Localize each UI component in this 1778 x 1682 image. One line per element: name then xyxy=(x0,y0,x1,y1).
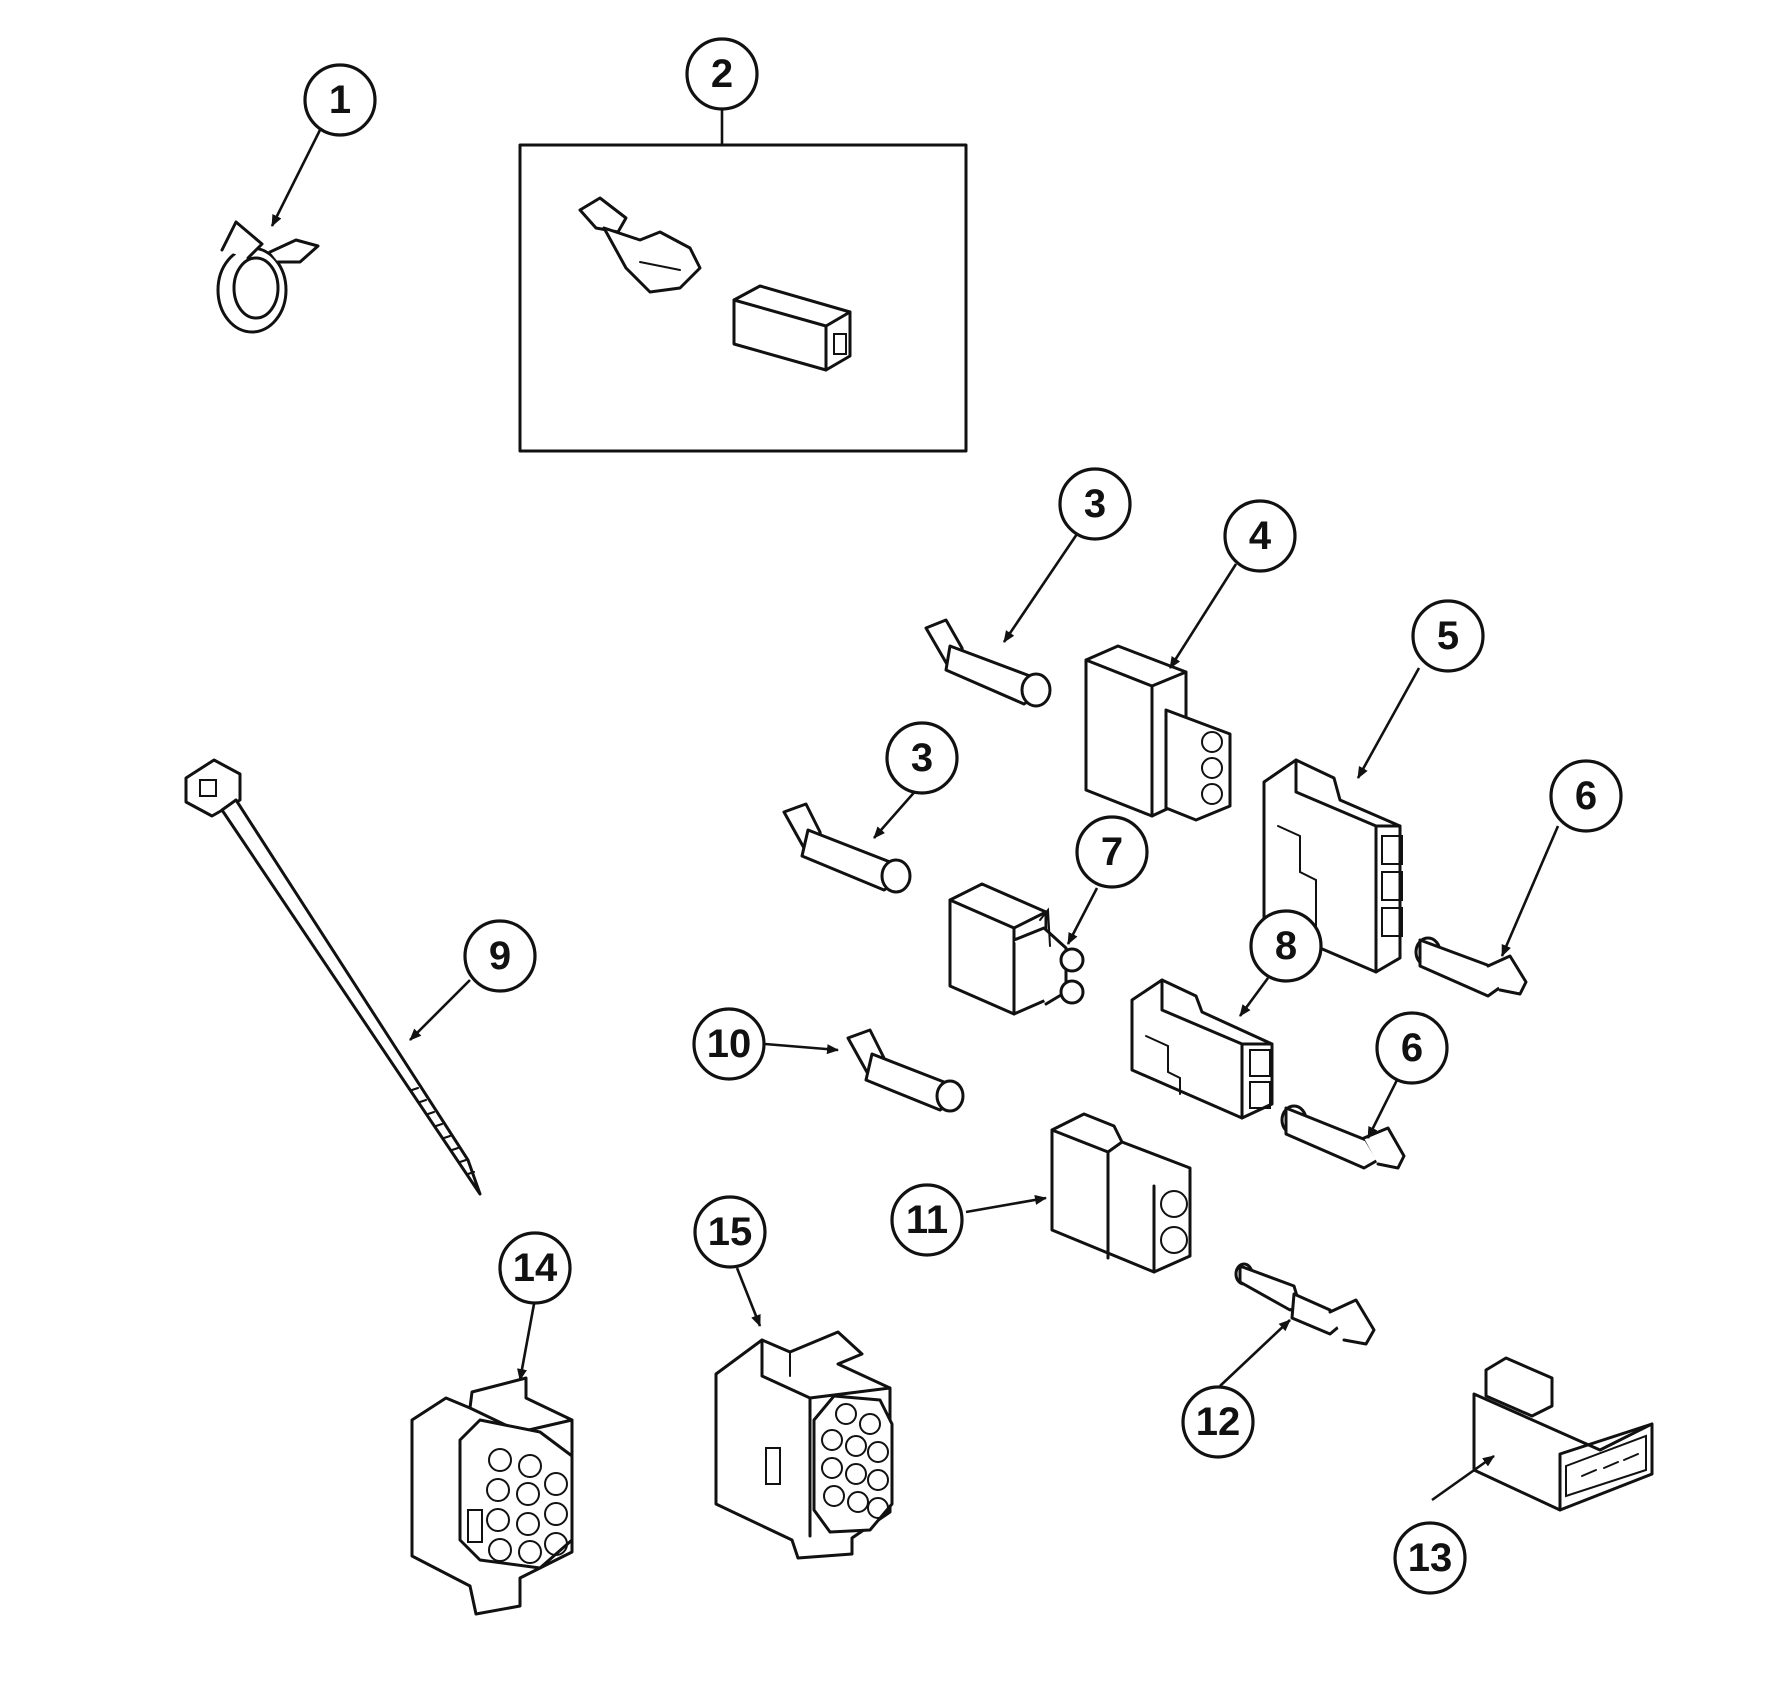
callout-5: 5 xyxy=(1411,599,1485,673)
callout-10: 10 xyxy=(692,1007,766,1081)
part-6-pin-terminal-lower xyxy=(1280,1104,1406,1170)
part-3-socket-terminal-lower xyxy=(782,802,912,894)
part-8-two-circuit-plug xyxy=(1130,978,1274,1120)
callout-6-lower-label: 6 xyxy=(1401,1026,1423,1070)
callout-8-label: 8 xyxy=(1275,924,1297,968)
kit-box xyxy=(518,143,968,453)
callout-14-label: 14 xyxy=(513,1246,558,1290)
part-1-hose-clamp xyxy=(216,220,320,334)
callout-5-label: 5 xyxy=(1437,614,1459,658)
callout-4-label: 4 xyxy=(1249,514,1272,558)
callout-13-label: 13 xyxy=(1408,1536,1453,1580)
callout-6-lower: 6 xyxy=(1375,1011,1449,1085)
part-9-cable-tie xyxy=(184,758,482,1196)
callout-15-label: 15 xyxy=(708,1210,753,1254)
callout-11-label: 11 xyxy=(906,1198,948,1242)
callout-7: 7 xyxy=(1075,815,1149,889)
callout-3-upper: 3 xyxy=(1058,467,1132,541)
leader-lines xyxy=(270,104,1560,1502)
part-10-socket-terminal xyxy=(846,1028,965,1113)
part-4-three-circuit-housing xyxy=(1084,644,1232,822)
part-11-two-circuit-receptacle xyxy=(1050,1112,1192,1274)
part-15-twelve-circuit-plug xyxy=(714,1330,894,1560)
part-6-pin-terminal-upper xyxy=(1414,936,1528,998)
callout-9-label: 9 xyxy=(489,934,511,978)
part-14-twelve-circuit-housing xyxy=(410,1376,574,1616)
part-3-socket-terminal-upper xyxy=(924,618,1052,708)
callout-1: 1 xyxy=(303,63,377,137)
callout-12-label: 12 xyxy=(1196,1400,1241,1444)
callout-9: 9 xyxy=(463,919,537,993)
callout-6-upper-label: 6 xyxy=(1575,774,1597,818)
callout-15: 15 xyxy=(693,1195,767,1269)
callout-7-label: 7 xyxy=(1101,830,1123,874)
callout-3-lower-label: 3 xyxy=(911,736,933,780)
callout-10-label: 10 xyxy=(707,1022,752,1066)
callout-13: 13 xyxy=(1393,1521,1467,1595)
part-12-pin-terminal xyxy=(1234,1262,1376,1346)
callout-2: 2 xyxy=(685,37,759,111)
part-13-small-connector xyxy=(1472,1356,1654,1512)
callout-6-upper: 6 xyxy=(1549,759,1623,833)
callout-4: 4 xyxy=(1223,499,1297,573)
callout-3-upper-label: 3 xyxy=(1084,482,1106,526)
callout-1-label: 1 xyxy=(329,78,351,122)
callout-12: 12 xyxy=(1181,1385,1255,1459)
callout-14: 14 xyxy=(498,1231,572,1305)
callout-3-lower: 3 xyxy=(885,721,959,795)
part-2-terminal-kit xyxy=(518,143,968,453)
callout-2-label: 2 xyxy=(711,52,733,96)
part-7-two-circuit-housing xyxy=(948,882,1085,1016)
callout-11: 11 xyxy=(890,1183,964,1257)
callout-8: 8 xyxy=(1249,909,1323,983)
